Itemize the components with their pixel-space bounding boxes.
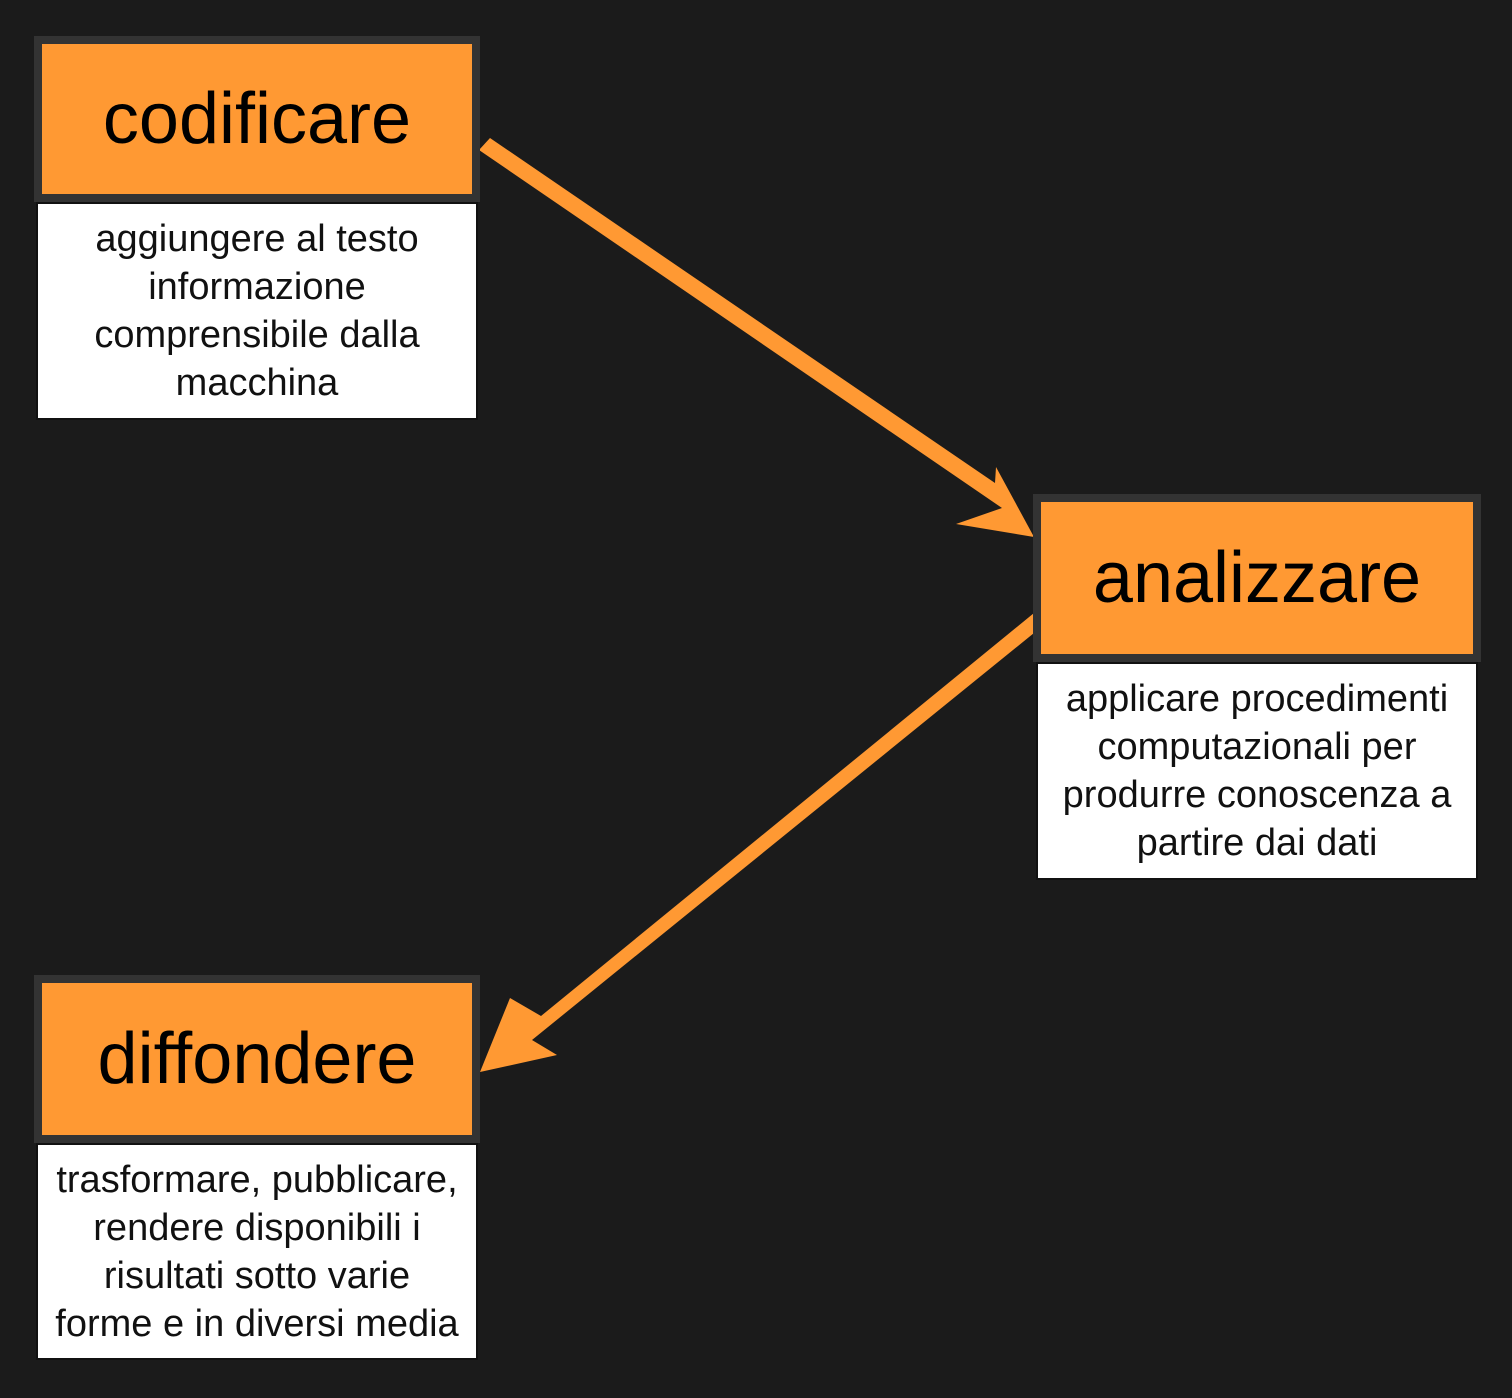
step-description-text: trasformare, pubblicare, rendere disponi…: [55, 1158, 459, 1345]
arrow-codificare-to-analizzare: [479, 138, 1034, 537]
step-title-text: diffondere: [97, 1019, 417, 1099]
step-description-text: applicare procedimenti computazionali pe…: [1062, 678, 1452, 864]
step-title-diffondere: diffondere: [34, 975, 480, 1143]
step-title-text: codificare: [102, 79, 412, 159]
step-title-codificare: codificare: [34, 36, 480, 202]
step-description-text: aggiungere al testo informazione compren…: [94, 218, 420, 404]
arrow-analizzare-to-diffondere: [480, 613, 1034, 1072]
step-title-text: analizzare: [1092, 538, 1422, 618]
step-title-analizzare: analizzare: [1033, 494, 1481, 662]
step-description-codificare: aggiungere al testo informazione compren…: [36, 202, 478, 420]
step-description-analizzare: applicare procedimenti computazionali pe…: [1036, 662, 1478, 880]
step-description-diffondere: trasformare, pubblicare, rendere disponi…: [36, 1143, 478, 1360]
